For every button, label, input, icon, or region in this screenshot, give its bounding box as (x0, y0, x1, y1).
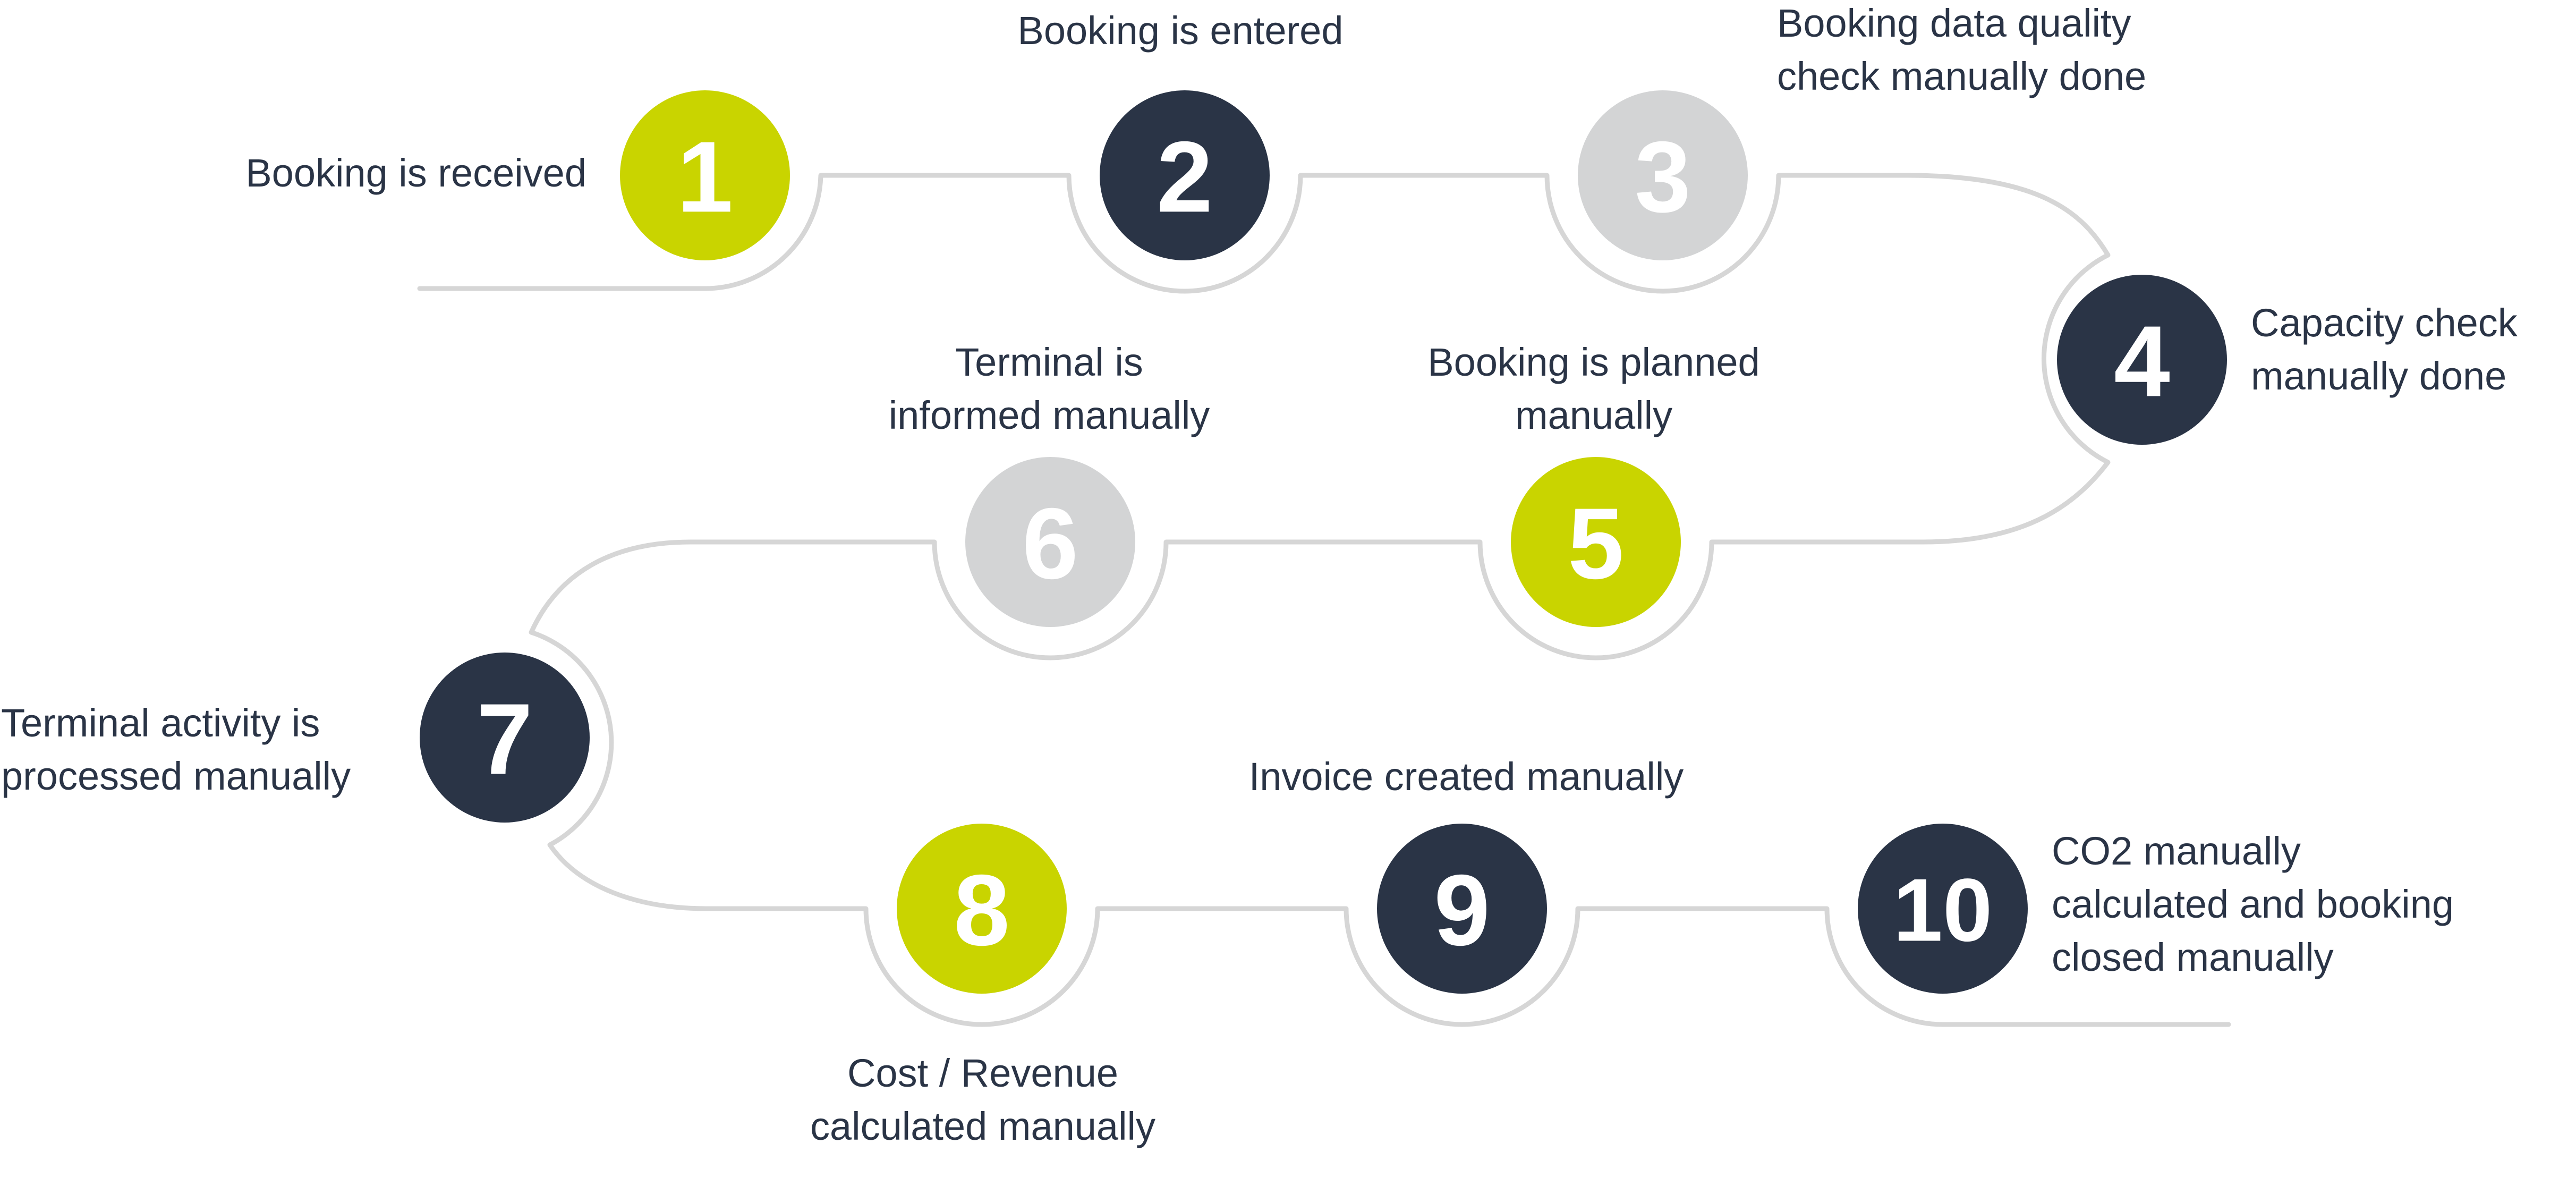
step-7-number: 7 (477, 683, 533, 795)
step-3-number: 3 (1635, 121, 1691, 233)
step-3-circle (1578, 90, 1748, 260)
step-4-label: Capacity check manually done (2251, 296, 2518, 403)
step-node-4: 4 (2057, 275, 2227, 445)
step-node-5: 5 (1511, 457, 1681, 627)
process-track-line (417, 173, 2231, 1027)
step-9-label: Invoice created manually (1094, 750, 1838, 803)
step-10-number: 10 (1893, 860, 1993, 960)
step-nodes-layer: 1 2 3 4 5 6 7 8 9 10 (420, 90, 2227, 994)
step-5-circle (1511, 457, 1681, 627)
step-7-label: Terminal activity is processed manually (1, 697, 351, 803)
step-1-circle (620, 90, 790, 260)
step-6-label: Terminal is informed manually (757, 336, 1341, 442)
step-6-label-line-2: informed manually (888, 393, 1210, 437)
step-10-label: CO2 manually calculated and booking clos… (2052, 825, 2454, 984)
step-2-label-line-1: Booking is entered (1017, 9, 1344, 53)
step-10-label-line-3: closed manually (2052, 935, 2334, 979)
step-node-3: 3 (1578, 90, 1748, 260)
step-3-label: Booking data quality check manually done (1777, 0, 2146, 103)
step-7-label-line-2: processed manually (1, 754, 351, 798)
step-1-label-line-1: Booking is received (245, 151, 586, 195)
step-4-label-line-2: manually done (2251, 354, 2507, 398)
step-10-label-line-2: calculated and booking (2052, 882, 2454, 926)
step-2-number: 2 (1157, 121, 1213, 233)
track-layer (417, 173, 2231, 1027)
step-9-label-line-1: Invoice created manually (1248, 755, 1684, 799)
step-8-label-line-2: calculated manually (810, 1104, 1155, 1148)
step-1-label: Booking is received (245, 147, 586, 200)
step-7-label-line-1: Terminal activity is (1, 701, 320, 745)
step-6-label-line-1: Terminal is (955, 340, 1143, 384)
step-6-circle (965, 457, 1135, 627)
step-node-9: 9 (1377, 824, 1547, 994)
step-9-circle (1377, 824, 1547, 994)
step-2-label: Booking is entered (888, 4, 1473, 57)
step-8-circle (897, 824, 1067, 994)
step-1-number: 1 (677, 121, 733, 233)
step-5-label-line-2: manually (1515, 393, 1673, 437)
step-3-label-line-2: check manually done (1777, 54, 2147, 98)
step-node-8: 8 (897, 824, 1067, 994)
step-4-label-line-1: Capacity check (2251, 301, 2518, 345)
step-node-2: 2 (1100, 90, 1270, 260)
step-7-circle (420, 653, 590, 823)
step-6-number: 6 (1022, 487, 1078, 600)
step-4-number: 4 (2114, 305, 2170, 418)
step-5-label-line-1: Booking is planned (1427, 340, 1760, 384)
step-5-label: Booking is planned manually (1302, 336, 1886, 442)
step-8-number: 8 (954, 854, 1010, 967)
step-10-circle (1858, 824, 2028, 994)
step-node-7: 7 (420, 653, 590, 823)
step-8-label-line-1: Cost / Revenue (847, 1051, 1119, 1095)
step-4-circle (2057, 275, 2227, 445)
step-node-10: 10 (1858, 824, 2028, 994)
step-node-6: 6 (965, 457, 1135, 627)
step-3-label-line-1: Booking data quality (1777, 1, 2131, 45)
step-2-circle (1100, 90, 1270, 260)
step-5-number: 5 (1568, 487, 1624, 600)
step-8-label: Cost / Revenue calculated manually (691, 1047, 1275, 1153)
step-9-number: 9 (1434, 854, 1490, 967)
step-10-label-line-1: CO2 manually (2052, 829, 2301, 873)
step-node-1: 1 (620, 90, 790, 260)
